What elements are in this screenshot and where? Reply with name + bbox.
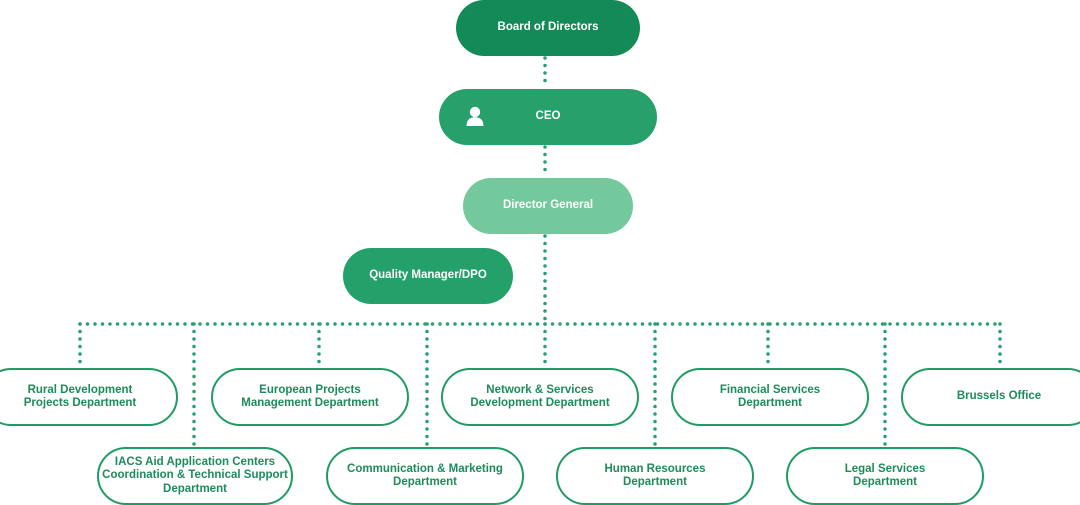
quality-manager-label: Quality Manager/DPO: [369, 269, 487, 282]
financial-services-label: Financial Services Department: [719, 383, 821, 410]
network-services-node: Network & Services Development Departmen…: [441, 368, 639, 426]
legal-services-label: Legal Services Department: [844, 462, 926, 489]
human-resources-label: Human Resources Department: [604, 462, 706, 489]
human-resources-node: Human Resources Department: [556, 447, 754, 505]
legal-services-node: Legal Services Department: [786, 447, 984, 505]
iacs-label: IACS Aid Application Centers Coordinatio…: [102, 455, 288, 495]
brussels-office-label: Brussels Office: [956, 390, 1042, 403]
communication-marketing-label: Communication & Marketing Department: [347, 462, 503, 489]
communication-marketing-node: Communication & Marketing Department: [326, 447, 524, 505]
board-of-directors-node: Board of Directors: [456, 0, 640, 56]
european-projects-label: European Projects Management Department: [241, 383, 379, 410]
iacs-node: IACS Aid Application Centers Coordinatio…: [97, 447, 293, 505]
brussels-office-node: Brussels Office: [901, 368, 1080, 426]
rural-development-node: Rural Development Projects Department: [0, 368, 178, 426]
quality-manager-node: Quality Manager/DPO: [343, 248, 513, 304]
board-of-directors-label: Board of Directors: [497, 21, 599, 34]
european-projects-node: European Projects Management Department: [211, 368, 409, 426]
financial-services-node: Financial Services Department: [671, 368, 869, 426]
network-services-label: Network & Services Development Departmen…: [470, 383, 610, 410]
director-general-label: Director General: [502, 199, 594, 212]
ceo-label: CEO: [535, 110, 561, 123]
ceo-node: CEO: [439, 89, 657, 145]
rural-development-label: Rural Development Projects Department: [23, 383, 137, 410]
director-general-node: Director General: [463, 178, 633, 234]
person-icon: [466, 106, 484, 126]
